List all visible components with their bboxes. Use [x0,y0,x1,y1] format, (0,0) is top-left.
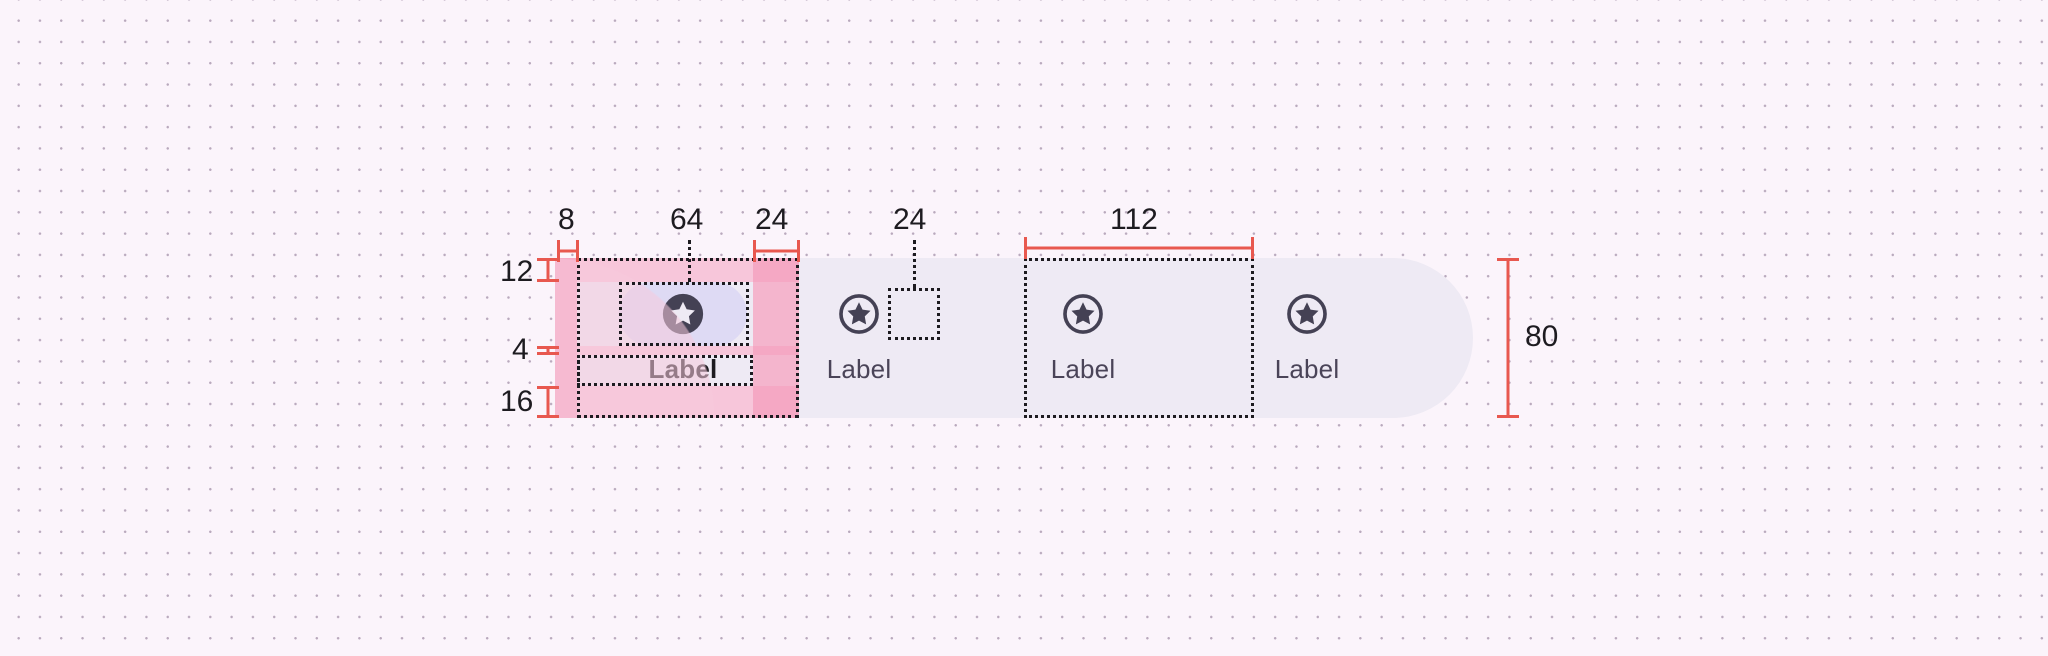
dim-label-24-icon: 24 [893,203,927,236]
padding-overlay-right-bottom [753,386,799,418]
guide-leader-64 [688,240,691,282]
nav-item-4[interactable]: Label [1243,258,1371,418]
star-outline-icon [1283,290,1331,338]
nav-item-2[interactable]: Label [795,258,923,418]
mark-top-padding [537,258,559,282]
padding-overlay-right-gap [753,346,799,355]
guide-leader-24-icon [913,240,916,288]
active-indicator [1019,282,1147,346]
dim-label-24-gap: 24 [755,203,789,236]
active-indicator [795,282,923,346]
dim-label-4: 4 [512,333,529,366]
star-outline-icon [835,290,883,338]
guide-box-label-1 [577,355,753,386]
dim-label-112: 112 [1110,203,1158,236]
nav-item-label: Label [1274,354,1340,384]
mark-icon-label-gap [537,346,559,355]
star-outline-icon [1059,290,1107,338]
dim-label-16: 16 [500,385,534,418]
mark-item-width [1024,237,1254,259]
mark-bottom-padding [537,386,559,418]
padding-overlay-right-top [753,258,799,282]
dim-label-80: 80 [1525,320,1559,353]
mark-rail-height [1497,258,1519,418]
dim-label-64: 64 [670,203,704,236]
mark-item-gap [753,240,800,262]
dim-label-8: 8 [558,203,575,236]
guide-box-icon-2 [888,288,940,340]
dim-label-12: 12 [500,255,534,288]
active-indicator [1243,282,1371,346]
nav-item-label: Label [826,354,892,384]
nav-item-label: Label [1050,354,1116,384]
guide-box-indicator-1 [619,282,749,346]
guide-box-item-3 [1024,258,1254,418]
mark-left-inset [557,240,579,262]
nav-item-3[interactable]: Label [1019,258,1147,418]
